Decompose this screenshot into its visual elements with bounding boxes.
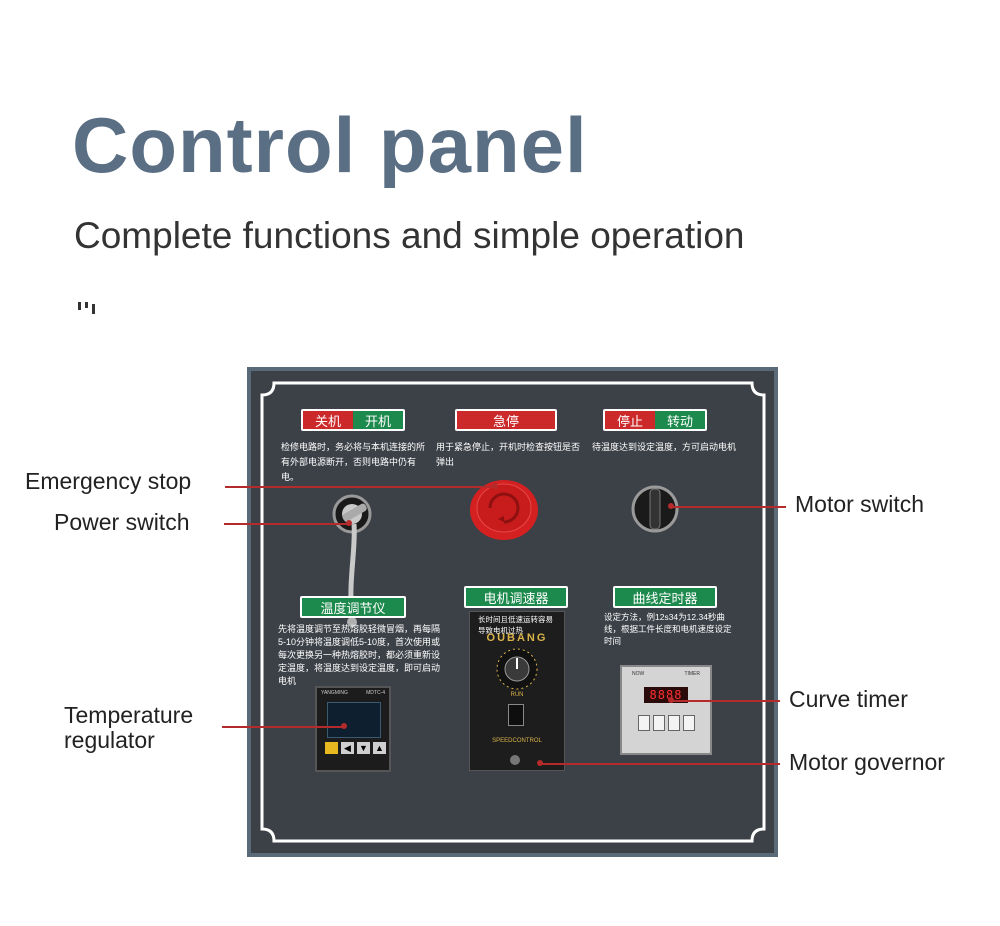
temperature-left-button[interactable]: ◀ — [341, 742, 354, 754]
callout-power-switch: Power switch — [54, 509, 190, 535]
temperature-regulator-device: YANGMING MDTC-4 ◀ ▼ ▲ — [315, 686, 391, 772]
estop-description: 用于紧急停止，开机时检查按钮是否弹出 — [436, 442, 581, 467]
governor-screw — [510, 755, 520, 765]
governor-run-text: RUN — [510, 692, 524, 698]
temperature-up-button[interactable]: ▲ — [373, 742, 386, 754]
temperature-device-model: MDTC-4 — [366, 690, 385, 696]
governor-description: 长时间且低速运转容易导致电机过热 — [478, 615, 553, 635]
motor-rotary-switch[interactable] — [630, 484, 680, 534]
governor-brand: OUBANG — [486, 632, 548, 644]
motor-chip: 停止 转动 — [603, 409, 707, 431]
timer-dip-switches[interactable] — [638, 715, 695, 731]
leader-dot-curve-timer — [668, 697, 674, 703]
motor-governor-device: 长时间且低速运转容易导致电机过热 OUBANG RUN SPEEDCONTROL — [469, 611, 565, 771]
leader-line-temperature-regulator — [222, 726, 344, 728]
leader-dot-motor-switch — [668, 503, 674, 509]
temperature-down-button[interactable]: ▼ — [357, 742, 370, 754]
callout-temperature-regulator-line2: regulator — [64, 727, 155, 753]
leader-dot-emergency-stop — [492, 483, 498, 489]
power-chip: 关机 开机 — [301, 409, 405, 431]
panel-frame — [260, 381, 766, 843]
callout-motor-governor: Motor governor — [789, 749, 945, 775]
estop-chip: 急停 — [455, 409, 557, 431]
temperature-display — [327, 702, 381, 738]
leader-dot-motor-governor — [537, 760, 543, 766]
temperature-label: 温度调节仪 — [302, 598, 404, 616]
page-title: Control panel — [72, 101, 588, 189]
page-subtitle: Complete functions and simple operation — [74, 215, 745, 256]
motor-run-label: 转动 — [655, 411, 705, 429]
governor-label: 电机调速器 — [466, 588, 566, 606]
callout-temperature-regulator-line1: Temperature — [64, 702, 194, 728]
governor-chip: 电机调速器 — [464, 586, 568, 608]
leader-dot-temperature-regulator — [341, 723, 347, 729]
motor-description: 待温度达到设定温度，方可启动电机 — [592, 442, 737, 452]
governor-footer: SPEEDCONTROL — [492, 738, 542, 744]
timer-device-right: TIMER — [684, 671, 700, 677]
temperature-device-brand: YANGMING — [321, 690, 348, 696]
curve-timer-device: NOW TIMER 8888 — [620, 665, 712, 755]
governor-toggle-switch[interactable] — [508, 704, 524, 726]
leader-line-power-switch — [224, 523, 349, 525]
leader-line-motor-switch — [670, 506, 786, 508]
leader-line-curve-timer — [670, 700, 780, 702]
decorative-bars — [78, 300, 102, 314]
power-description: 检修电路时，务必将与本机连接的所有外部电源断开，否则电路中仍有电。 — [281, 442, 426, 482]
timer-description: 设定方法，例12s34为12.34秒曲线，根据工件长度和电机速度设定时间 — [604, 612, 732, 646]
callout-curve-timer: Curve timer — [789, 686, 908, 712]
leader-line-emergency-stop — [225, 486, 495, 488]
emergency-stop-button[interactable] — [466, 478, 542, 542]
leader-dot-power-switch — [346, 520, 352, 526]
timer-device-left: NOW — [632, 671, 645, 677]
estop-label: 急停 — [457, 411, 555, 429]
temperature-description: 先将温度调节至热熔胶轻微冒烟，再每隔5-10分钟将温度调低5-10度，首次使用或… — [278, 624, 441, 686]
callout-motor-switch: Motor switch — [795, 491, 925, 517]
power-on-label: 开机 — [353, 411, 403, 429]
power-off-label: 关机 — [303, 411, 353, 429]
callout-emergency-stop: Emergency stop — [25, 468, 192, 494]
leader-line-motor-governor — [540, 763, 780, 765]
temperature-set-button[interactable] — [325, 742, 338, 754]
motor-stop-label: 停止 — [605, 411, 655, 429]
timer-label: 曲线定时器 — [615, 588, 715, 606]
governor-speed-dial[interactable] — [494, 646, 540, 692]
timer-chip: 曲线定时器 — [613, 586, 717, 608]
temperature-chip: 温度调节仪 — [300, 596, 406, 618]
